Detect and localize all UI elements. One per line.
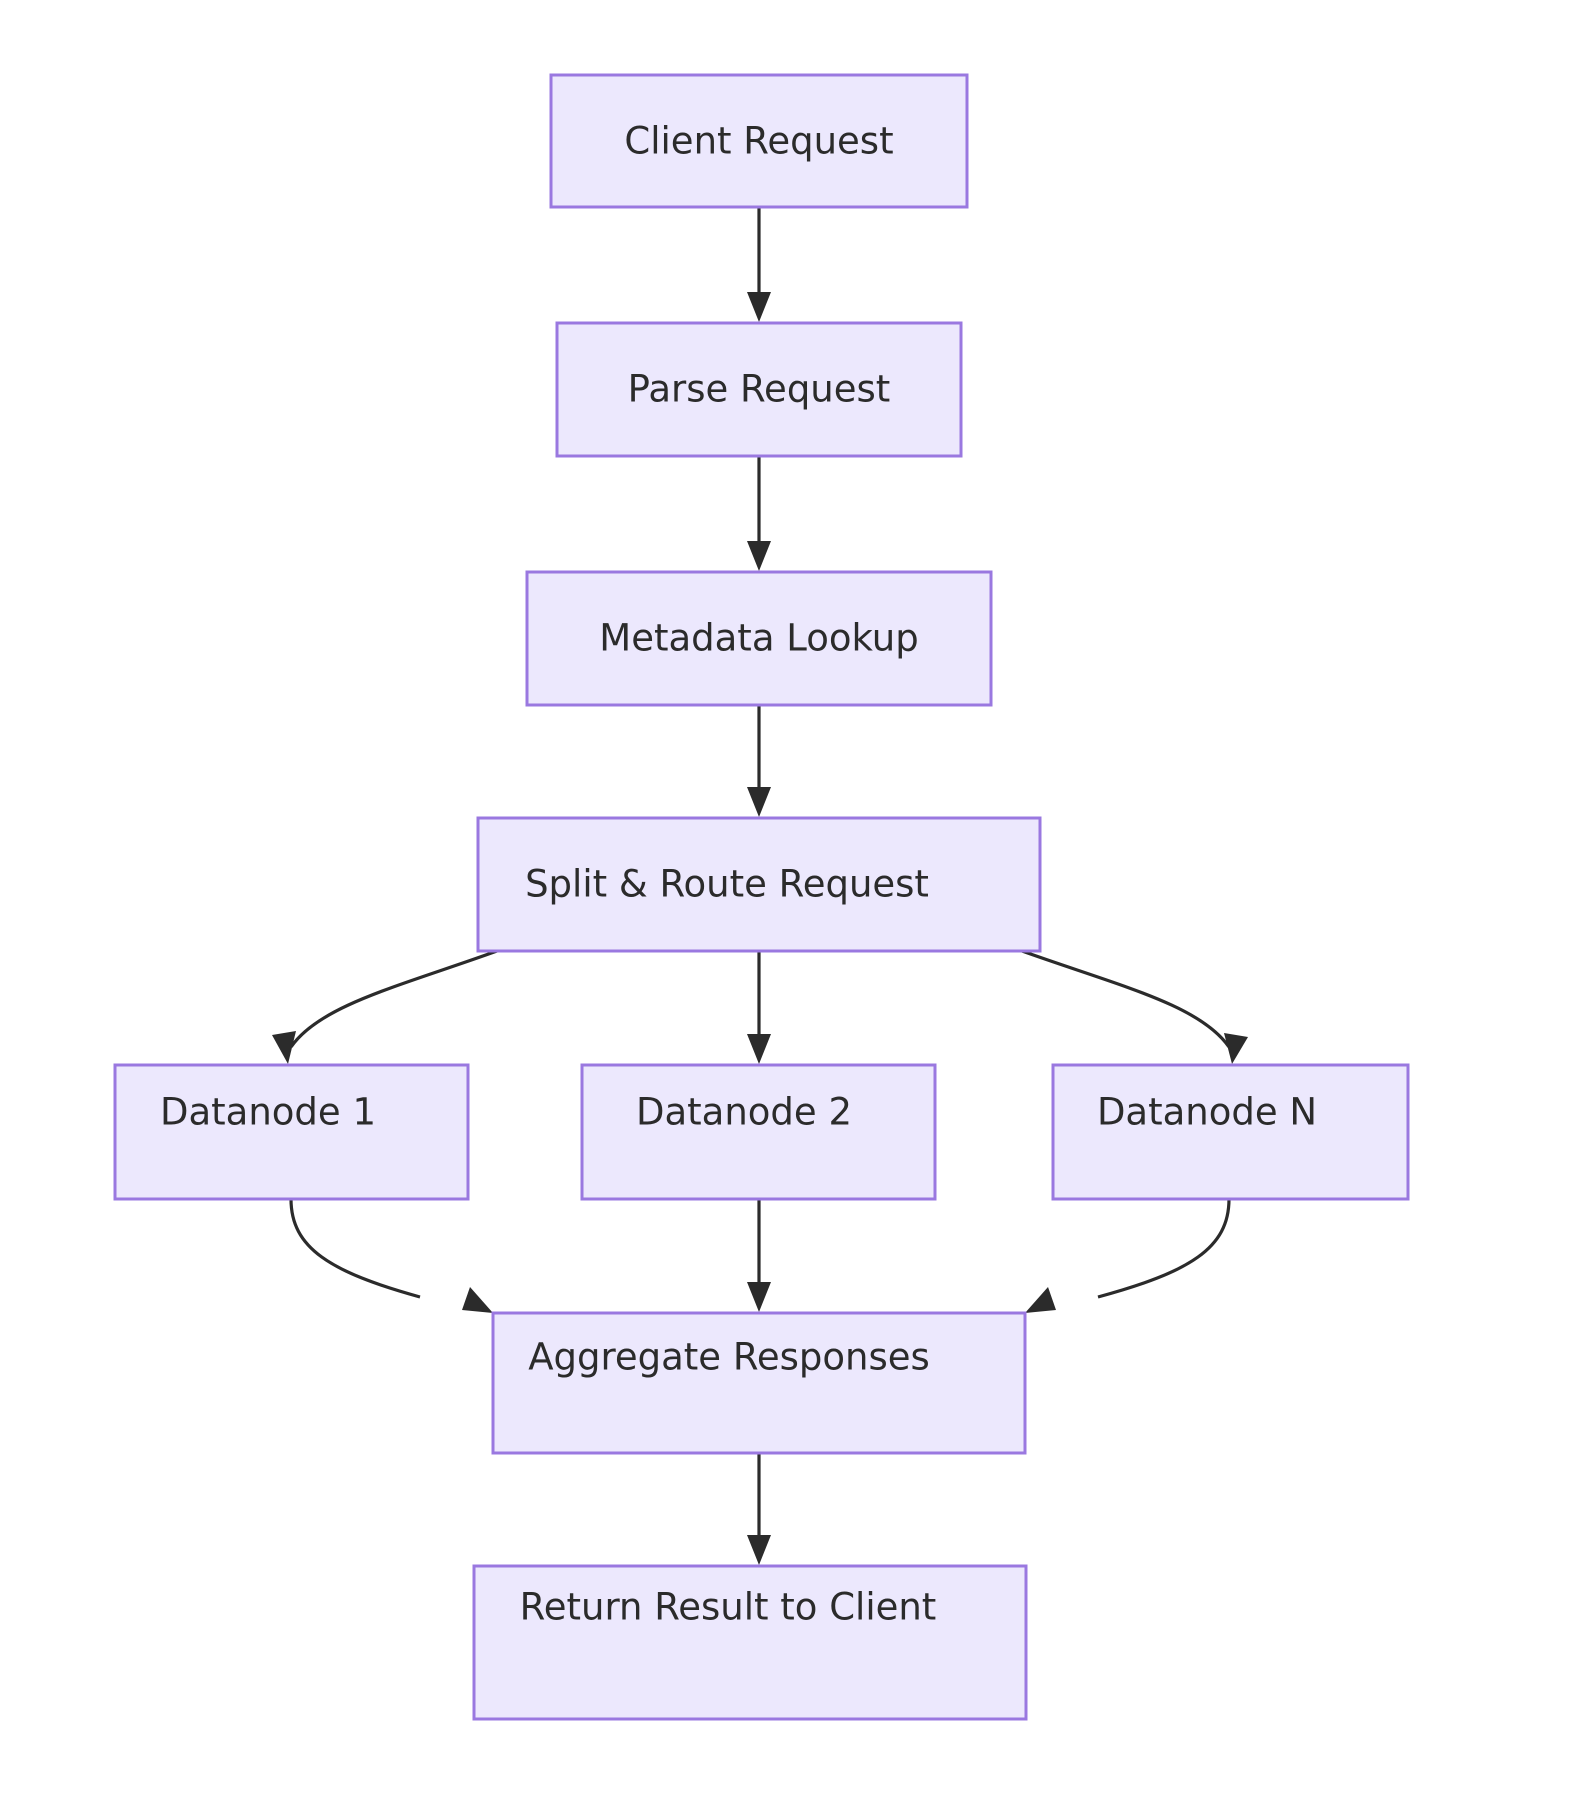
edge-line (1021, 949, 1231, 1048)
node-box[interactable] (472, 1564, 1028, 1721)
edge-split-route-request-to-datanode-n (1021, 949, 1248, 1064)
arrowhead (747, 541, 771, 571)
node-label: Aggregate Responses (528, 1336, 930, 1379)
node-box[interactable] (525, 570, 993, 707)
node-label: Datanode 2 (636, 1091, 852, 1134)
edge-layer (272, 207, 1248, 1565)
node-label: Metadata Lookup (599, 617, 918, 660)
node-box[interactable] (476, 816, 1042, 953)
node-return-result[interactable]: Return Result to Client (472, 1564, 1028, 1721)
arrowhead (747, 292, 771, 322)
node-metadata-lookup[interactable]: Metadata Lookup (525, 570, 993, 707)
node-layer: Client Request Parse Request Metadata Lo… (113, 73, 1410, 1721)
edge-split-route-request-to-datanode-1 (272, 949, 498, 1064)
arrowhead (747, 787, 771, 817)
node-label: Datanode N (1097, 1091, 1317, 1134)
edge-line (289, 949, 498, 1048)
edge-parse-request-to-metadata-lookup (747, 456, 771, 571)
node-datanode-n[interactable]: Datanode N (1051, 1063, 1410, 1201)
node-box[interactable] (491, 1311, 1027, 1455)
node-box[interactable] (580, 1063, 937, 1201)
edge-line (1097, 1198, 1231, 1299)
node-datanode-1[interactable]: Datanode 1 (113, 1063, 470, 1201)
node-datanode-2[interactable]: Datanode 2 (580, 1063, 937, 1201)
node-box[interactable] (549, 73, 969, 209)
node-label: Client Request (624, 120, 893, 163)
arrowhead (747, 1535, 771, 1565)
node-split-route-request[interactable]: Split & Route Request (476, 816, 1042, 953)
edge-datanode-1-to-aggregate-responses (289, 1198, 493, 1313)
arrowhead (272, 1031, 296, 1064)
edge-metadata-lookup-to-split-route-request (747, 705, 771, 817)
node-client-request[interactable]: Client Request (549, 73, 969, 209)
node-label: Parse Request (628, 368, 891, 411)
edge-split-route-request-to-datanode-2 (747, 951, 771, 1064)
arrowhead (747, 1034, 771, 1064)
node-parse-request[interactable]: Parse Request (555, 321, 963, 458)
node-aggregate-responses[interactable]: Aggregate Responses (491, 1311, 1027, 1455)
node-box[interactable] (113, 1063, 470, 1201)
node-label: Split & Route Request (525, 863, 929, 906)
arrowhead (1025, 1287, 1056, 1313)
edge-line (289, 1198, 421, 1299)
node-box[interactable] (1051, 1063, 1410, 1201)
node-label: Return Result to Client (520, 1586, 937, 1629)
arrowhead (1224, 1033, 1248, 1064)
edge-client-request-to-parse-request (747, 207, 771, 322)
edge-datanode-n-to-aggregate-responses (1025, 1198, 1231, 1313)
arrowhead (747, 1282, 771, 1312)
node-box[interactable] (555, 321, 963, 458)
edge-datanode-2-to-aggregate-responses (747, 1199, 771, 1312)
node-label: Datanode 1 (160, 1091, 376, 1134)
edge-aggregate-responses-to-return-result (747, 1453, 771, 1565)
arrowhead (462, 1287, 493, 1313)
